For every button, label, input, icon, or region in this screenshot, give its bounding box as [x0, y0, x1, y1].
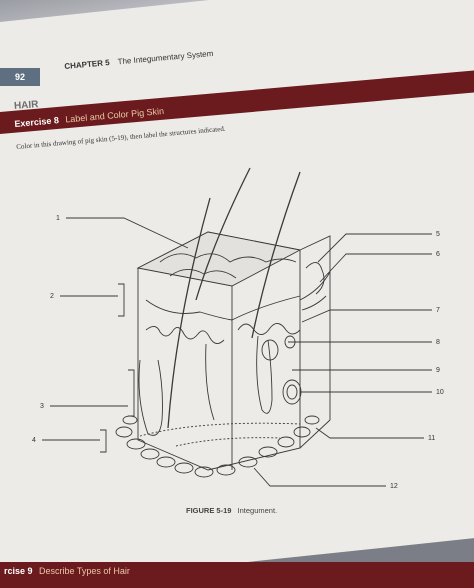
figure-label-6: 6	[436, 251, 440, 258]
next-exercise-title-text: Describe Types of Hair	[39, 566, 130, 576]
leader-11	[315, 427, 424, 439]
leader-12	[253, 467, 386, 487]
figure-label-7: 7	[436, 307, 440, 314]
figure-label-8: 8	[436, 339, 440, 346]
figure-label-5: 5	[436, 231, 440, 238]
sensory-corpuscle	[282, 379, 302, 405]
hair-shaft-1	[167, 197, 211, 429]
next-exercise-bar	[0, 562, 474, 588]
leader-1	[66, 217, 189, 249]
figure-caption-text: Integument.	[237, 506, 278, 515]
figure-caption: FIGURE 5-19 Integument.	[186, 506, 277, 515]
bracket-2	[118, 283, 125, 317]
figure-label-4: 4	[32, 437, 36, 444]
hair-shaft-2	[195, 167, 251, 301]
figure-label-2: 2	[50, 293, 54, 300]
hair-follicle-2	[205, 343, 215, 421]
figure-label-3: 3	[40, 403, 44, 410]
hair-follicle-3	[256, 335, 273, 414]
hair-shaft-3	[251, 171, 301, 339]
figure-label-11: 11	[428, 435, 435, 442]
figure-label-10: 10	[436, 389, 444, 396]
next-exercise-title: rcise 9 Describe Types of Hair	[4, 566, 130, 576]
figure-label-1: 1	[56, 215, 60, 222]
leader-6	[319, 253, 432, 283]
bracket-3	[128, 369, 135, 417]
figure-label-9: 9	[436, 367, 440, 374]
page-number: 92	[0, 68, 40, 86]
leader-7	[301, 309, 432, 323]
bracket-4	[100, 429, 107, 453]
sebaceous-gland	[261, 339, 279, 361]
figure-label-12: 12	[390, 483, 398, 490]
hair-follicle-1	[138, 359, 163, 436]
subcutaneous-fat	[115, 415, 320, 478]
figure-caption-label: FIGURE 5-19	[186, 506, 232, 515]
leader-5	[317, 233, 432, 263]
next-exercise-label: rcise 9	[4, 566, 33, 576]
